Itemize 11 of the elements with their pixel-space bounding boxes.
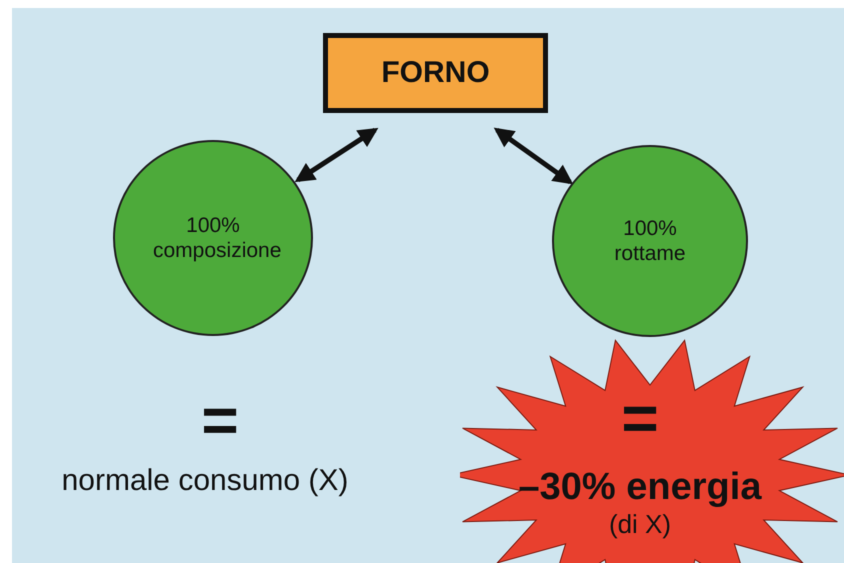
result-note: (di X): [608, 509, 672, 540]
caption-text: normale consumo (X): [60, 463, 350, 499]
box-title: FORNO: [381, 56, 490, 90]
circle-label: 100% rottame: [613, 216, 687, 266]
equals-sign: =: [621, 393, 659, 444]
result-text: –30% energia: [518, 466, 762, 510]
double-arrow: [494, 128, 574, 184]
process-box: [323, 33, 548, 113]
circle-label: 100% composizione: [152, 212, 279, 264]
double-arrow: [294, 128, 378, 182]
equals-sign: =: [200, 395, 240, 446]
